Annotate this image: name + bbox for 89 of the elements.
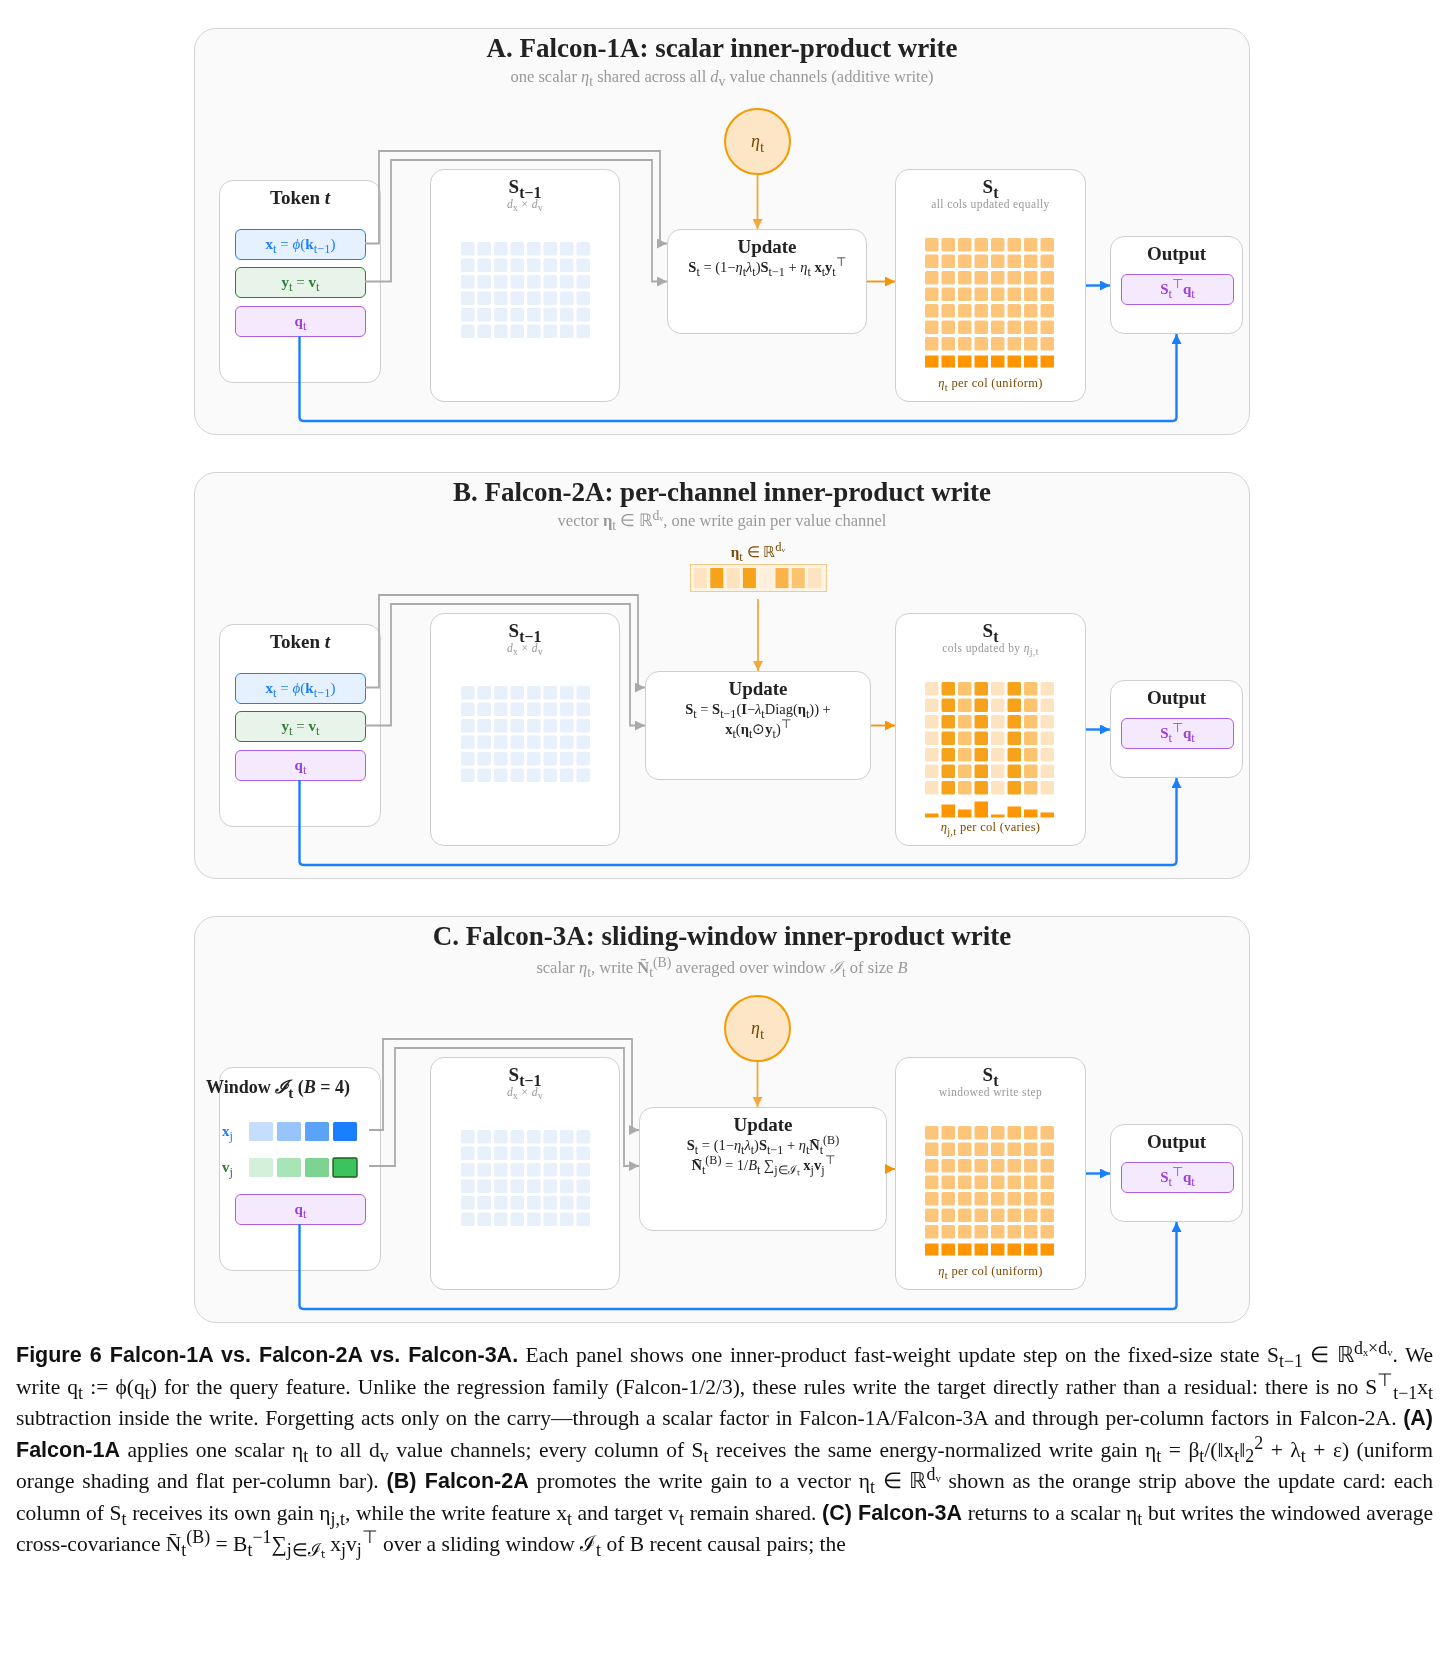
state-card [895,613,1086,846]
arrow [368,1038,640,1135]
box-title: S$_{t−1}$ [508,176,542,198]
state-card [430,169,620,402]
box-subtitle: windowed write step [938,1086,1043,1098]
panel-subtitle: vector η$_{t}$ ∈ ℝ$^{dᵥ}$, one write gain per value channel [556,511,888,531]
arrow [1086,1168,1110,1179]
box-footnote: η$_{j,t}$ per col (varies) [939,820,1042,835]
vector-chip [235,673,366,704]
formula: S$_{t}$$^{⊤}$q$_{t}$ [1160,725,1195,742]
box-footnote: η$_{t}$ per col (uniform) [937,376,1044,391]
panel-subtitle: scalar η$_{t}$, write N̄$_{t}$$^{(B)}$ averaged over window ℐ$_{t}$ of size B [535,955,909,978]
symbol: η$_{t}$ [750,131,765,152]
formula: q$_{t}$ [294,313,307,330]
arrow [368,1047,640,1171]
vector-label: η$_{t}$ ∈ ℝ$^{dᵥ}$ [730,543,786,561]
box-title: Output [1146,243,1207,265]
box-title: S$_{t−1}$ [508,1064,542,1086]
formula: S$_{t}$$^{⊤}$q$_{t}$ [1160,281,1195,298]
vector-chip [235,711,366,742]
arrow [1086,724,1110,735]
panel-background [194,472,1250,879]
update-card [639,1107,887,1231]
arrow [298,334,1182,423]
vector-chip [235,1194,366,1225]
arrow [866,276,896,287]
panel-title: B. Falcon-2A: per-channel inner-product write [451,477,993,508]
formula: x$_{t}$ = ϕ(k$_{t−1}$) [265,680,336,697]
box-footnote: η$_{t}$ per col (uniform) [937,1264,1044,1279]
state-card [430,1057,620,1290]
box-title: Update [728,678,788,700]
formula: S$_{t}$ = S$_{t−1}$(I−λ$_{t}$Diag(η$_{t}$)) + x$_{t}$(η$_{t}$⊙y$_{t}$)$^{⊤}$ [684,700,832,740]
update-card [667,229,867,334]
symbol: η$_{t}$ [750,1018,765,1039]
formula: q$_{t}$ [294,757,307,774]
formula: q$_{t}$ [294,1201,307,1218]
arrow [870,720,896,731]
box-title: Update [733,1114,793,1136]
arrow [885,1164,896,1174]
box-subtitle: d$_{x}$ × d$_{v}$ [506,642,544,654]
box-subtitle: all cols updated equally [931,198,1050,210]
panel-background [194,916,1250,1323]
formula: x$_{t}$ = ϕ(k$_{t−1}$) [265,236,336,253]
box-subtitle: d$_{x}$ × d$_{v}$ [506,198,544,210]
box-title: Update [737,236,797,258]
box-subtitle: d$_{x}$ × d$_{v}$ [506,1086,544,1098]
arrow [364,603,646,731]
panel-background [194,28,1250,435]
box-title: S$_{t}$ [982,620,999,642]
state-card [895,169,1086,402]
box-title: Token t [270,631,330,653]
card [219,624,381,827]
update-card [645,671,871,780]
vector-chip [235,229,366,260]
arrow [753,598,763,672]
arrow [1086,280,1110,291]
arrow [364,594,646,693]
card [1110,680,1243,778]
vector-chip [235,267,366,298]
arrow [752,1061,763,1108]
arrow [298,778,1182,867]
box-title: Output [1146,1131,1207,1153]
formula: S$_{t}$$^{⊤}$q$_{t}$ [1160,1169,1195,1186]
arrow [298,1222,1182,1311]
box-title: Window ℐ$_{t}$ (B = 4) [206,1076,350,1098]
vector-chip [235,306,366,337]
vector-chip [1121,274,1234,305]
card [219,180,381,383]
card [1110,1124,1243,1222]
state-card [895,1057,1086,1290]
box-title: S$_{t}$ [982,176,999,198]
panel-subtitle: one scalar η$_{t}$ shared across all d$_{v}$ value channels (additive write) [509,67,935,87]
vector-chip [1121,718,1234,749]
formula: y$_{t}$ = v$_{t}$ [281,718,320,735]
arrow [364,159,668,287]
state-card [430,613,620,846]
arrow [752,174,763,230]
box-title: S$_{t}$ [982,1064,999,1086]
panel-title: C. Falcon-3A: sliding-window inner-product write [431,921,1013,952]
panel-title: A. Falcon-1A: scalar inner-product write [485,33,959,64]
vector-chip [1121,1162,1234,1193]
vector-chip [235,750,366,781]
card [1110,236,1243,334]
formula: y$_{t}$ = v$_{t}$ [281,274,320,291]
figure-caption: Figure 6 Falcon-1A vs. Falcon-2A vs. Falcon-3A. Each panel shows one inner-product fast-weight update step on the fixed-size state S$_{t−1}$ ∈ ℝ$^{dₓ×dᵥ}$. We write q$_{t}$ := ϕ(q$_{t}$) for the query feature. Unlike the regression family (Falcon-1/2/3), these rules write the target directly rather than a residual: there is no S$^{⊤}$$_{t−1}$x$_{t}$ subtraction inside the write. Forgetting acts only on the carry—through a scalar factor in Falcon-1A/Falcon-3A and through per-column factors in Falcon-2A. (A) Falcon-1A applies one scalar η$_{t}$ to all d$_{v}$ value channels; every column of S$_{t}$ receives the same energy-normalized write gain η$_{t}$ = β$_{t}$/(‖x$_{t}$‖$_{2}$$^{2}$ + λ$_{t}$ + ε) (uniform orange shading and flat per-column bar). (B) Falcon-2A promotes the write gain to a vector η$_{t}$ ∈ ℝ$^{dᵥ}$ shown as the orange strip above the update card: each column of S$_{t}$ receives its own gain η$_{j,t}$, while the write feature x$_{t}$ and target v$_{t}$ remain shared. (C) Falcon-3A returns to a scalar η$_{t}$ but writes the windowed average cross-covariance N̄$_{t}$$^{(B)}$ = B$_{t}$$^{−1}$∑$_{j∈ℐₜ}$ x$_{j}$v$_{j}$$^{⊤}$ over a sliding window ℐ$_{t}$ of B recent causal pairs; the [16,1340,1433,1561]
box-title: S$_{t−1}$ [508,620,542,642]
box-title: Output [1146,687,1207,709]
arrow [364,150,668,249]
box-title: Token t [270,187,330,209]
